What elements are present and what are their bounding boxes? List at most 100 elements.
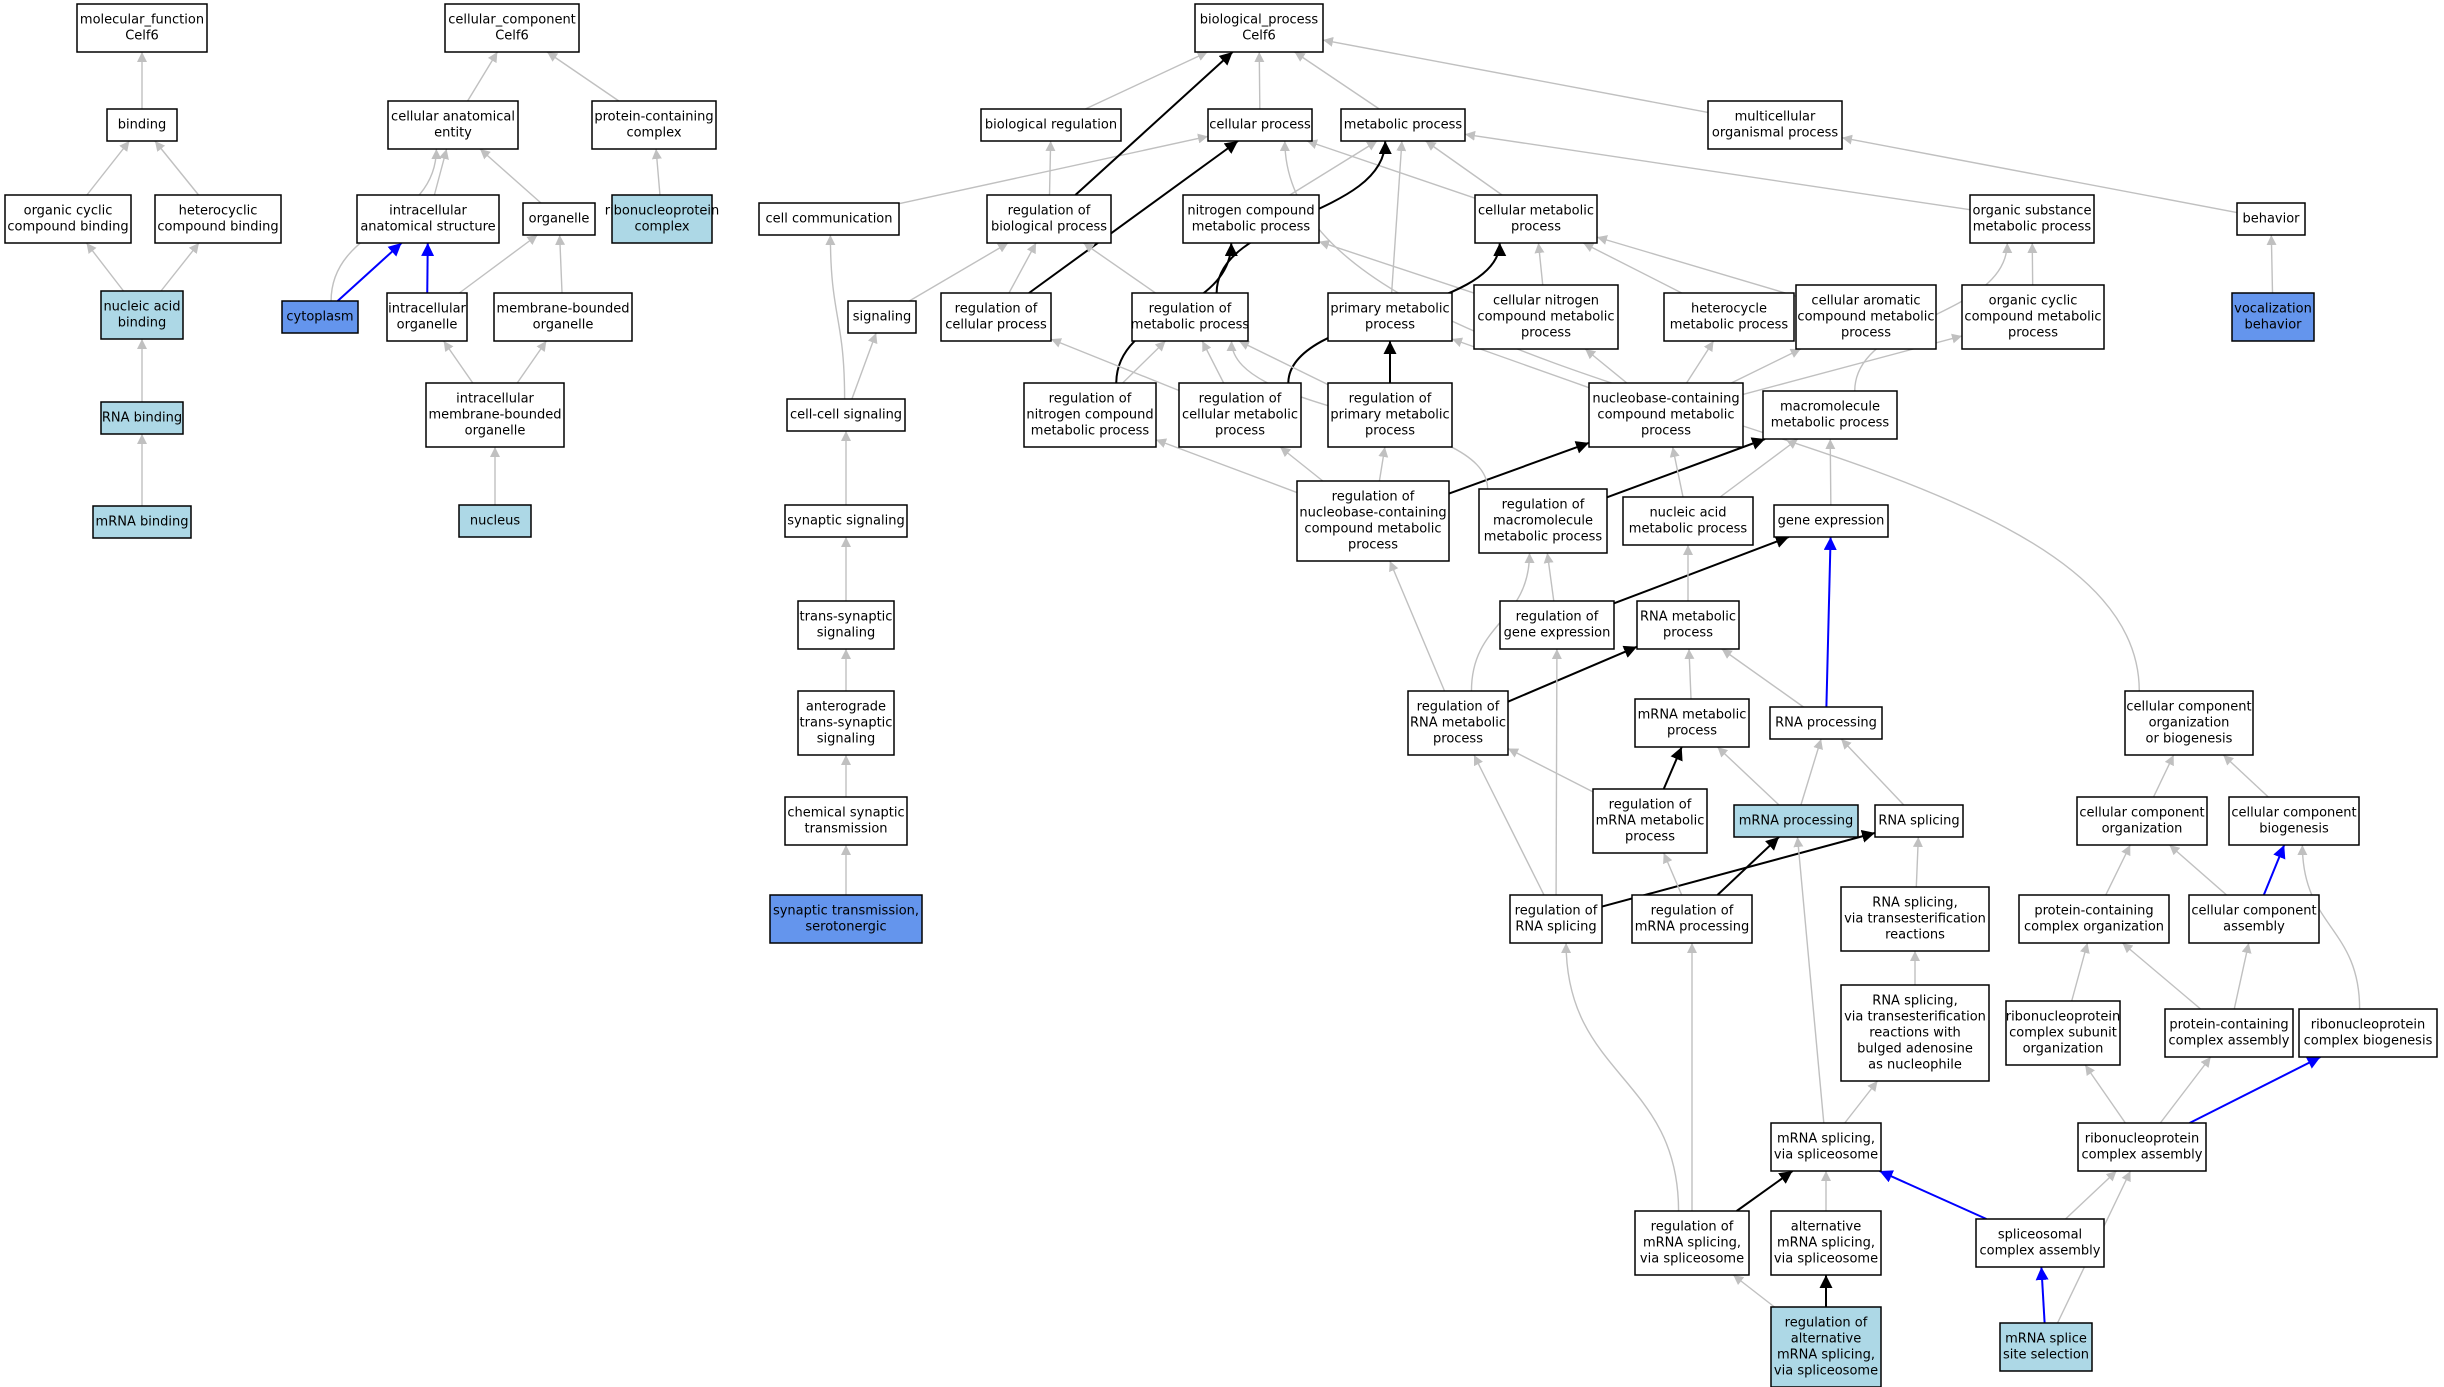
node-box	[1509, 894, 1603, 944]
is-a-edge	[1551, 648, 1562, 896]
node-label-line: process	[1433, 732, 1483, 747]
node-label-line: organelle	[529, 212, 590, 227]
go-term-node: biological regulation	[980, 108, 1122, 142]
node-label-line: complex assembly	[2169, 1034, 2290, 1049]
node-box	[100, 401, 184, 435]
node-label-line: cellular component	[2231, 806, 2356, 821]
node-label-line: assembly	[2223, 920, 2285, 935]
node-box	[1592, 788, 1708, 854]
node-label-line: cellular component	[2191, 904, 2316, 919]
is-a-edge	[1122, 340, 1166, 384]
node-box	[1474, 194, 1598, 244]
is-a-edge	[1584, 348, 1628, 384]
node-box	[1131, 292, 1249, 342]
node-box	[769, 894, 923, 944]
node-label-line: metabolic process	[1771, 416, 1890, 431]
node-label-line: cytoplasm	[286, 310, 353, 325]
node-box	[784, 796, 908, 846]
node-label-line: regulation of	[1417, 700, 1500, 715]
node-box	[1874, 804, 1964, 838]
node-label-line: via spliceosome	[1774, 1364, 1878, 1379]
node-label-line: RNA metabolic	[1410, 716, 1506, 731]
is-a-edge	[2084, 1064, 2126, 1124]
node-box	[986, 194, 1112, 244]
node-label-line: complex assembly	[2082, 1148, 2203, 1163]
is-a-edge	[1448, 441, 1590, 495]
node-box	[1327, 382, 1453, 448]
node-label-line: protein-containing	[2169, 1018, 2288, 1033]
node-label-line: anatomical structure	[360, 220, 495, 235]
is-a-edge	[2168, 844, 2228, 896]
go-term-node: cellular process	[1207, 108, 1313, 142]
node-box	[1762, 390, 1898, 440]
node-box	[1178, 382, 1302, 448]
node-label-line: compound metabolic	[1304, 522, 1441, 537]
is-a-edge	[1050, 338, 1180, 392]
node-label-line: cellular process	[945, 318, 1047, 333]
node-box	[76, 3, 208, 53]
is-a-edge	[1083, 242, 1156, 294]
is-a-edge	[1736, 1170, 1794, 1212]
node-box	[1634, 1210, 1750, 1276]
node-box	[522, 202, 596, 236]
is-a-edge	[1318, 239, 1475, 294]
node-label-line: mRNA processing	[1739, 814, 1854, 829]
is-a-edge	[898, 133, 1209, 205]
node-label-line: behavior	[2244, 318, 2302, 333]
is-a-edge	[1378, 446, 1389, 482]
node-label-line: intracellular	[388, 302, 466, 317]
node-label-line: organic cyclic	[1989, 294, 2078, 309]
node-label-line: Celf6	[495, 29, 529, 44]
node-label-line: organelle	[465, 424, 526, 439]
is-a-edge	[443, 340, 474, 384]
node-label-line: RNA metabolic	[1640, 610, 1736, 625]
node-label-line: organization	[2102, 822, 2183, 837]
is-a-edge	[1322, 36, 1709, 114]
go-term-node: cell communication	[758, 202, 900, 236]
node-label-line: process	[1841, 326, 1891, 341]
is-a-edge	[2065, 1170, 2117, 1220]
is-a-edge	[1879, 1170, 1987, 1220]
node-box	[356, 194, 500, 244]
is-a-edge	[1561, 942, 1680, 1212]
is-a-edge	[1543, 552, 1555, 602]
node-label-line: synaptic signaling	[787, 514, 904, 529]
is-a-edge	[1507, 645, 1638, 703]
node-label-line: serotonergic	[805, 920, 886, 935]
node-label-line: metabolic process	[1484, 530, 1603, 545]
go-term-node: organelle	[522, 202, 596, 236]
node-label-line: nucleobase-containing	[1592, 392, 1739, 407]
node-box	[106, 108, 178, 142]
node-box	[386, 292, 468, 342]
node-box	[786, 398, 906, 432]
node-label-line: process	[1667, 724, 1717, 739]
is-a-edge	[2297, 844, 2361, 1010]
node-box	[611, 194, 713, 244]
node-label-line: alternative	[1791, 1220, 1861, 1235]
node-label-line: as nucleophile	[1868, 1058, 1962, 1073]
node-label-line: process	[1521, 326, 1571, 341]
node-label-line: process	[1348, 538, 1398, 553]
node-label-line: binding	[118, 316, 166, 331]
is-a-edge	[2105, 844, 2131, 896]
node-box	[1795, 284, 1937, 350]
node-label-line: mRNA splicing,	[1643, 1236, 1741, 1251]
node-label-line: compound metabolic	[1477, 310, 1614, 325]
is-a-edge	[1294, 51, 1380, 110]
node-box	[1769, 706, 1883, 740]
go-term-node: RNA splicing,via transesterificationreac…	[1840, 886, 1990, 952]
node-label-line: regulation of	[1609, 798, 1692, 813]
go-term-node: RNA splicing	[1874, 804, 1964, 838]
